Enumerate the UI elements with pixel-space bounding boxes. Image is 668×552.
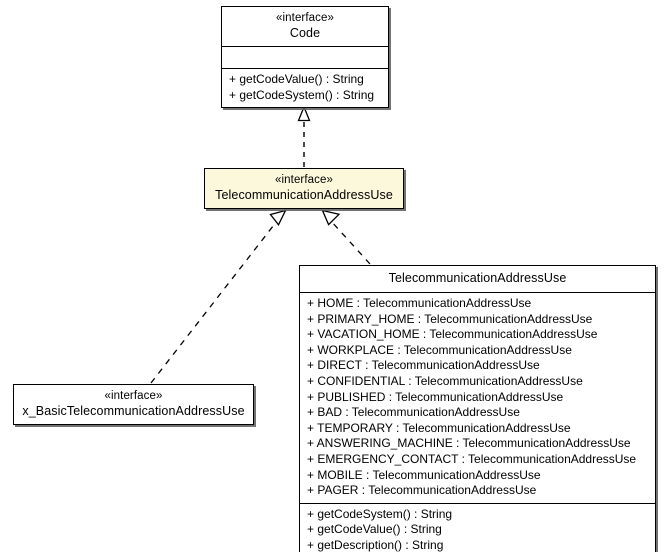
- code-operations-compartment: + getCodeValue() : String + getCodeSyste…: [222, 68, 388, 107]
- code-operation: + getCodeValue() : String: [229, 72, 364, 86]
- tau-class-header: TelecommunicationAddressUse: [300, 266, 655, 292]
- tau-class-attribute: + ANSWERING_MACHINE : TelecommunicationA…: [307, 436, 631, 451]
- code-stereotype: «interface»: [276, 12, 334, 24]
- tau-class-attribute: + BAD : TelecommunicationAddressUse: [307, 405, 520, 420]
- tau-class-operation: + getCodeValue() : String: [307, 522, 442, 537]
- tau-class-attribute: + CONFIDENTIAL : TelecommunicationAddres…: [307, 373, 583, 388]
- code-header: «interface» Code: [222, 7, 388, 46]
- tau-class-attribute: + DIRECT : TelecommunicationAddressUse: [307, 358, 540, 373]
- realization-basic-to-tau-line: [150, 220, 278, 384]
- tau-class-attribute: + EMERGENCY_CONTACT : TelecommunicationA…: [307, 451, 637, 466]
- tau-class-attribute: + WORKPLACE : TelecommunicationAddressUs…: [307, 342, 572, 357]
- code-operation: + getCodeSystem() : String: [229, 87, 375, 102]
- class-box-x-basic-telecommunication-address-use[interactable]: «interface» x_BasicTelecommunicationAddr…: [13, 384, 254, 425]
- code-class-name: Code: [289, 26, 321, 40]
- tau-class-attribute: + PAGER : TelecommunicationAddressUse: [307, 483, 537, 498]
- tau-interface-class-name: TelecommunicationAddressUse: [215, 188, 393, 202]
- realization-class-to-tau-line: [330, 220, 371, 265]
- tau-interface-stereotype: «interface»: [275, 174, 333, 186]
- class-box-telecommunication-address-use-interface[interactable]: «interface» TelecommunicationAddressUse: [204, 168, 404, 209]
- tau-interface-header: «interface» TelecommunicationAddressUse: [205, 169, 403, 208]
- realization-class-to-tau-arrowhead: [321, 209, 341, 226]
- tau-class-attribute: + HOME : TelecommunicationAddressUse: [307, 296, 532, 310]
- realization-tau-to-code: [297, 105, 311, 167]
- tau-class-name: TelecommunicationAddressUse: [388, 271, 567, 285]
- realization-basic-to-tau: [150, 209, 287, 384]
- class-box-code[interactable]: «interface» Code + getCodeValue() : Stri…: [221, 6, 389, 109]
- tau-class-operation: + getCodeSystem() : String: [307, 506, 453, 521]
- realization-class-to-tau: [321, 209, 371, 265]
- tau-class-attributes-compartment: + HOME : TelecommunicationAddressUse + P…: [300, 292, 655, 503]
- tau-class-attribute: + PRIMARY_HOME : TelecommunicationAddres…: [307, 311, 593, 326]
- realization-basic-to-tau-arrowhead: [269, 209, 287, 227]
- tau-class-attribute: + TEMPORARY : TelecommunicationAddressUs…: [307, 420, 571, 435]
- tau-class-attribute: + VACATION_HOME : TelecommunicationAddre…: [307, 327, 598, 342]
- x-basic-class-name: x_BasicTelecommunicationAddressUse: [22, 404, 245, 418]
- code-attributes-compartment: [222, 46, 388, 68]
- x-basic-header: «interface» x_BasicTelecommunicationAddr…: [14, 385, 253, 424]
- x-basic-stereotype: «interface»: [104, 390, 163, 402]
- tau-class-attribute: + MOBILE : TelecommunicationAddressUse: [307, 467, 541, 482]
- tau-class-attribute: + PUBLISHED : TelecommunicationAddressUs…: [307, 389, 564, 404]
- tau-class-operations-compartment: + getCodeSystem() : String + getCodeValu…: [300, 502, 655, 552]
- class-box-telecommunication-address-use-class[interactable]: TelecommunicationAddressUse + HOME : Tel…: [299, 265, 656, 552]
- realization-tau-to-code-arrowhead: [297, 105, 311, 122]
- tau-class-operation: + getDescription() : String: [307, 537, 444, 552]
